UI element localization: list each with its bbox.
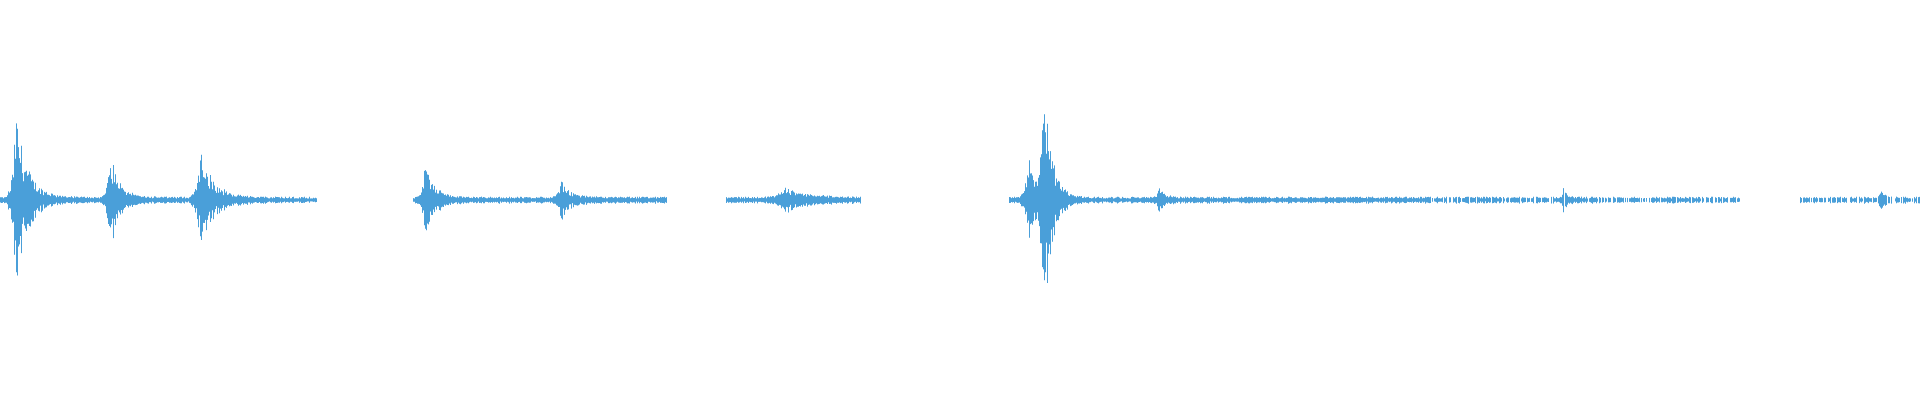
waveform-trace xyxy=(0,114,1920,283)
waveform-samples xyxy=(0,114,1920,283)
